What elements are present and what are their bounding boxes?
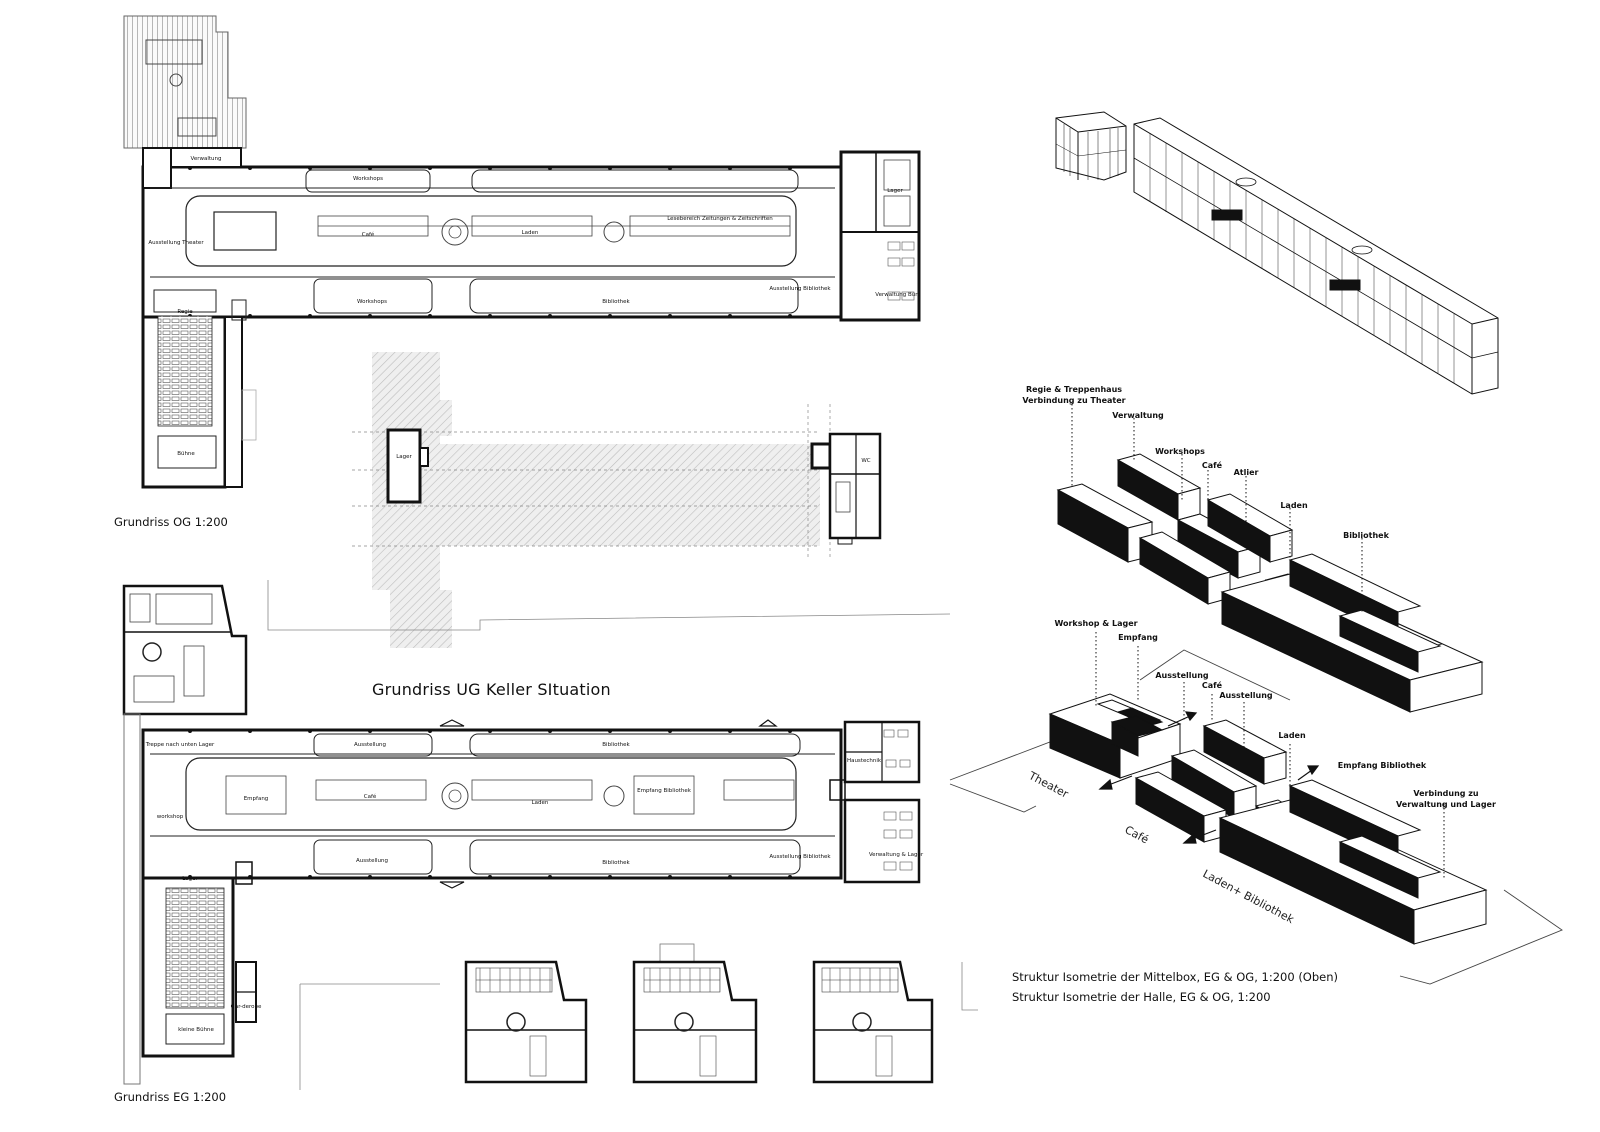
iso-label-cafe-lower: Café bbox=[1202, 680, 1223, 690]
og-label-lager: Lager bbox=[887, 188, 903, 194]
iso-label-ausstellung-1: Ausstellung bbox=[1155, 671, 1209, 680]
iso-blocks-og: Regie & Treppenhaus Verbindung zu Theate… bbox=[1022, 385, 1484, 713]
og-label-ausstellung-bib: Ausstellung Bibliothek bbox=[769, 286, 831, 292]
caption-iso-mittelbox: Struktur Isometrie der Mittelbox, EG & O… bbox=[1012, 970, 1339, 984]
og-label-verwaltung-buero: Verwaltung Büro bbox=[875, 292, 921, 298]
iso-label-bibliothek: Bibliothek bbox=[1343, 531, 1389, 540]
iso-label-verwaltung: Verwaltung bbox=[1112, 411, 1164, 420]
floor-plan-ug: Lager WC bbox=[267, 352, 951, 648]
og-label-cafe: Café bbox=[362, 231, 375, 238]
eg-label-cafe: Café bbox=[364, 793, 377, 800]
eg-label-empfang-bib: Empfang Bibliothek bbox=[637, 788, 692, 794]
eg-label-lager: Lager bbox=[182, 876, 198, 882]
eg-label-bibliothek: Bibliothek bbox=[602, 742, 630, 748]
og-label-workshops-top: Workshops bbox=[353, 176, 383, 182]
iso-ground-cafe: Café bbox=[1123, 823, 1151, 846]
iso-label-ausstellung-2: Ausstellung bbox=[1219, 691, 1273, 700]
ug-label-wc: WC bbox=[861, 458, 870, 464]
iso-label-empfang: Empfang bbox=[1118, 633, 1158, 642]
og-label-bibliothek: Bibliothek bbox=[602, 299, 630, 305]
eg-label-buehne: kleine Bühne bbox=[178, 1027, 214, 1033]
og-label-laden: Laden bbox=[522, 230, 539, 236]
caption-grundriss-ug: Grundriss UG Keller SItuation bbox=[372, 680, 611, 699]
iso-label-cafe: Café bbox=[1202, 460, 1223, 470]
eg-label-garderobe: Gar-derobe bbox=[231, 1004, 262, 1010]
box-variant-plans bbox=[464, 943, 934, 1084]
caption-grundriss-eg: Grundriss EG 1:200 bbox=[114, 1090, 227, 1104]
caption-iso-halle: Struktur Isometrie der Halle, EG & OG, 1… bbox=[1012, 990, 1271, 1004]
og-label-regie: Regie bbox=[177, 309, 193, 315]
box-variant-3 bbox=[812, 960, 934, 1084]
caption-grundriss-og: Grundriss OG 1:200 bbox=[114, 515, 228, 529]
iso-label-laden-lower: Laden bbox=[1278, 731, 1306, 740]
iso-label-regie: Regie & Treppenhaus bbox=[1026, 385, 1122, 394]
og-label-lesebereich: Lesebereich Zeitungen & Zeitschriften bbox=[667, 216, 773, 222]
eg-label-verwaltung: Verwaltung & Lager bbox=[869, 852, 924, 858]
eg-label-ausstellung-2: Ausstellung bbox=[356, 858, 388, 864]
iso-label-regie-2: Verbindung zu Theater bbox=[1022, 396, 1125, 405]
iso-label-verbindung-1: Verbindung zu bbox=[1413, 789, 1479, 798]
og-label-verwaltung: Verwaltung bbox=[191, 156, 222, 162]
eg-label-workshop: workshop bbox=[157, 814, 184, 820]
iso-label-verbindung-2: Verwaltung und Lager bbox=[1396, 800, 1496, 809]
iso-label-laden: Laden bbox=[1280, 501, 1308, 510]
floor-plan-og: Workshops Café Laden Ausstellung Theater… bbox=[123, 15, 921, 489]
eg-label-bibliothek-2: Bibliothek bbox=[602, 860, 630, 866]
eg-label-laden: Laden bbox=[532, 800, 549, 806]
iso-label-workshops: Workshops bbox=[1155, 447, 1205, 456]
box-variant-1 bbox=[464, 960, 588, 1084]
floor-plan-eg: Ausstellung Bibliothek Empfang Café Lade… bbox=[122, 584, 978, 1090]
iso-label-workshop-lager: Workshop & Lager bbox=[1054, 619, 1137, 628]
ug-label-lager: Lager bbox=[396, 454, 412, 460]
iso-frame-structure bbox=[1055, 111, 1499, 395]
eg-label-ausstellung-bib: Ausstellung Bibliothek bbox=[769, 854, 831, 860]
og-label-workshops-bottom: Workshops bbox=[357, 299, 387, 305]
og-label-ausstellung: Ausstellung Theater bbox=[148, 240, 204, 246]
eg-label-empfang: Empfang bbox=[244, 796, 269, 802]
iso-ground-theater: Theater bbox=[1026, 769, 1071, 801]
eg-label-treppe: Treppe nach unten Lager bbox=[145, 742, 215, 748]
eg-label-ausstellung: Ausstellung bbox=[354, 742, 386, 748]
iso-blocks-eg: Workshop & Lager Empfang Ausstellung Caf… bbox=[949, 619, 1563, 985]
iso-label-atelier: Atlier bbox=[1234, 468, 1259, 477]
eg-label-haustechnik: Haustechnik bbox=[847, 758, 882, 764]
iso-label-empfang-bib: Empfang Bibliothek bbox=[1338, 761, 1427, 770]
og-label-buehne: Bühne bbox=[177, 451, 195, 457]
box-variant-2 bbox=[632, 943, 758, 1084]
